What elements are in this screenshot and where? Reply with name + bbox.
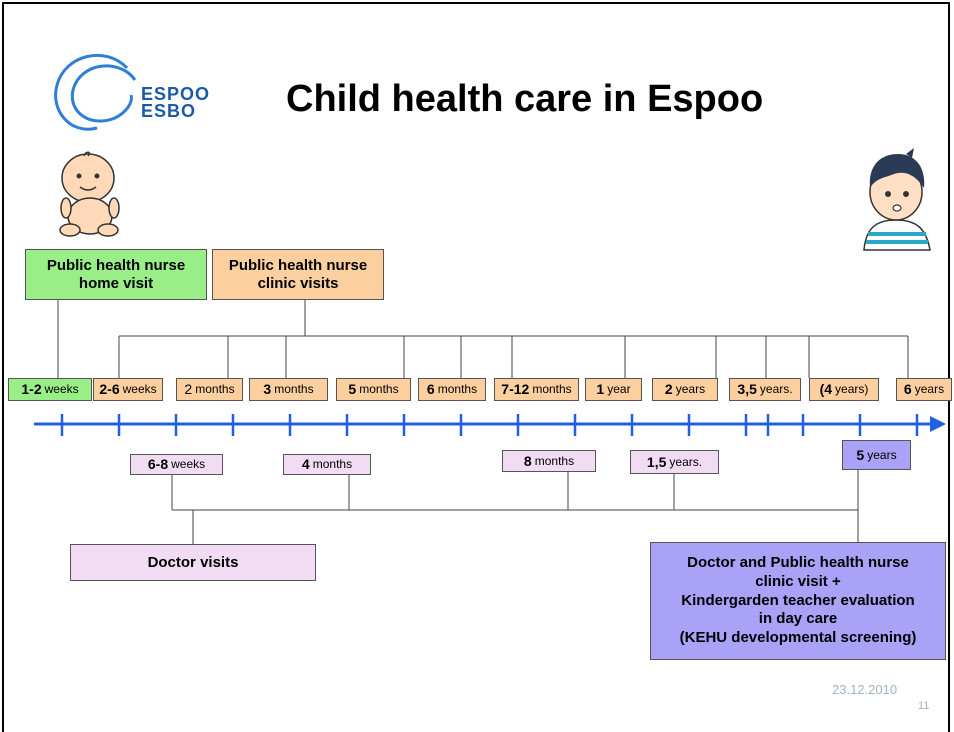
age-value: 6-8 bbox=[147, 456, 169, 473]
home-visit-line-2: home visit bbox=[78, 274, 154, 292]
age-unit: weeks bbox=[171, 457, 206, 472]
doctor-visits-label: Doctor visits bbox=[147, 553, 239, 571]
age-value: 3,5 bbox=[737, 381, 757, 398]
combined-visit-line-2: clinic visit + bbox=[755, 572, 841, 590]
home-visit-box: Public health nurse home visit bbox=[25, 249, 207, 300]
logo-line-1: ESPOO bbox=[141, 84, 211, 104]
baby-icon bbox=[59, 151, 120, 237]
logo-text: ESPOO ESBO bbox=[141, 84, 211, 121]
doctor-visits-box: Doctor visits bbox=[70, 544, 316, 581]
boy-icon bbox=[863, 148, 931, 251]
combined-visit-line-5: (KEHU developmental screening) bbox=[679, 629, 917, 647]
age-unit: months bbox=[532, 382, 572, 397]
age-value: 2 bbox=[184, 381, 193, 398]
home-visit-line-1: Public health nurse bbox=[46, 256, 186, 274]
combined-visit-line-3: Kindergarden teacher evaluation bbox=[681, 591, 915, 609]
logo-line-2: ESBO bbox=[141, 101, 197, 121]
page-title: Child health care in Espoo bbox=[286, 78, 764, 120]
age-value: 6 bbox=[426, 381, 435, 398]
age-value: 4 bbox=[301, 456, 310, 473]
age-value: 5 bbox=[856, 446, 865, 463]
age-unit: years bbox=[867, 447, 897, 462]
timeline-axis bbox=[34, 414, 946, 436]
age-unit: months bbox=[274, 382, 314, 397]
age-value: 7-12 bbox=[501, 381, 530, 398]
age-unit: months bbox=[534, 453, 575, 468]
age-unit: years. bbox=[759, 382, 793, 397]
combined-visit-line-1: Doctor and Public health nurse bbox=[687, 554, 909, 572]
age-unit: weeks bbox=[122, 382, 157, 397]
age-unit: year bbox=[607, 382, 631, 397]
age-value: 8 bbox=[523, 452, 532, 469]
age-value: 1 bbox=[596, 381, 605, 398]
age-unit: months bbox=[312, 457, 353, 472]
page-number: 11 bbox=[918, 700, 930, 712]
age-value: 1,5 bbox=[646, 453, 667, 470]
age-unit: months bbox=[437, 382, 478, 397]
age-unit: years) bbox=[835, 382, 869, 397]
age-unit: months bbox=[359, 382, 399, 397]
clinic-visits-box: Public health nurse clinic visits bbox=[212, 249, 384, 300]
age-unit: months bbox=[195, 382, 235, 397]
age-unit: years bbox=[914, 382, 945, 397]
age-value: (4 bbox=[819, 381, 833, 398]
age-value: 5 bbox=[348, 381, 357, 398]
age-value: 2 bbox=[664, 381, 673, 398]
age-value: 6 bbox=[903, 381, 912, 398]
age-value: 2-6 bbox=[99, 381, 120, 398]
clinic-visits-line-2: clinic visits bbox=[257, 274, 339, 292]
age-value: 3 bbox=[263, 381, 272, 398]
espoo-logo-swirl-icon bbox=[54, 53, 137, 131]
age-unit: years bbox=[675, 382, 706, 397]
combined-visit-line-4: in day care bbox=[758, 610, 838, 628]
combined-visit-box: Doctor and Public health nurse clinic vi… bbox=[650, 542, 946, 660]
age-value: 1-2 bbox=[21, 381, 42, 398]
clinic-visits-line-1: Public health nurse bbox=[228, 256, 368, 274]
footer-date: 23.12.2010 bbox=[832, 682, 898, 697]
age-unit: weeks bbox=[44, 382, 79, 397]
age-unit: years. bbox=[669, 454, 703, 469]
